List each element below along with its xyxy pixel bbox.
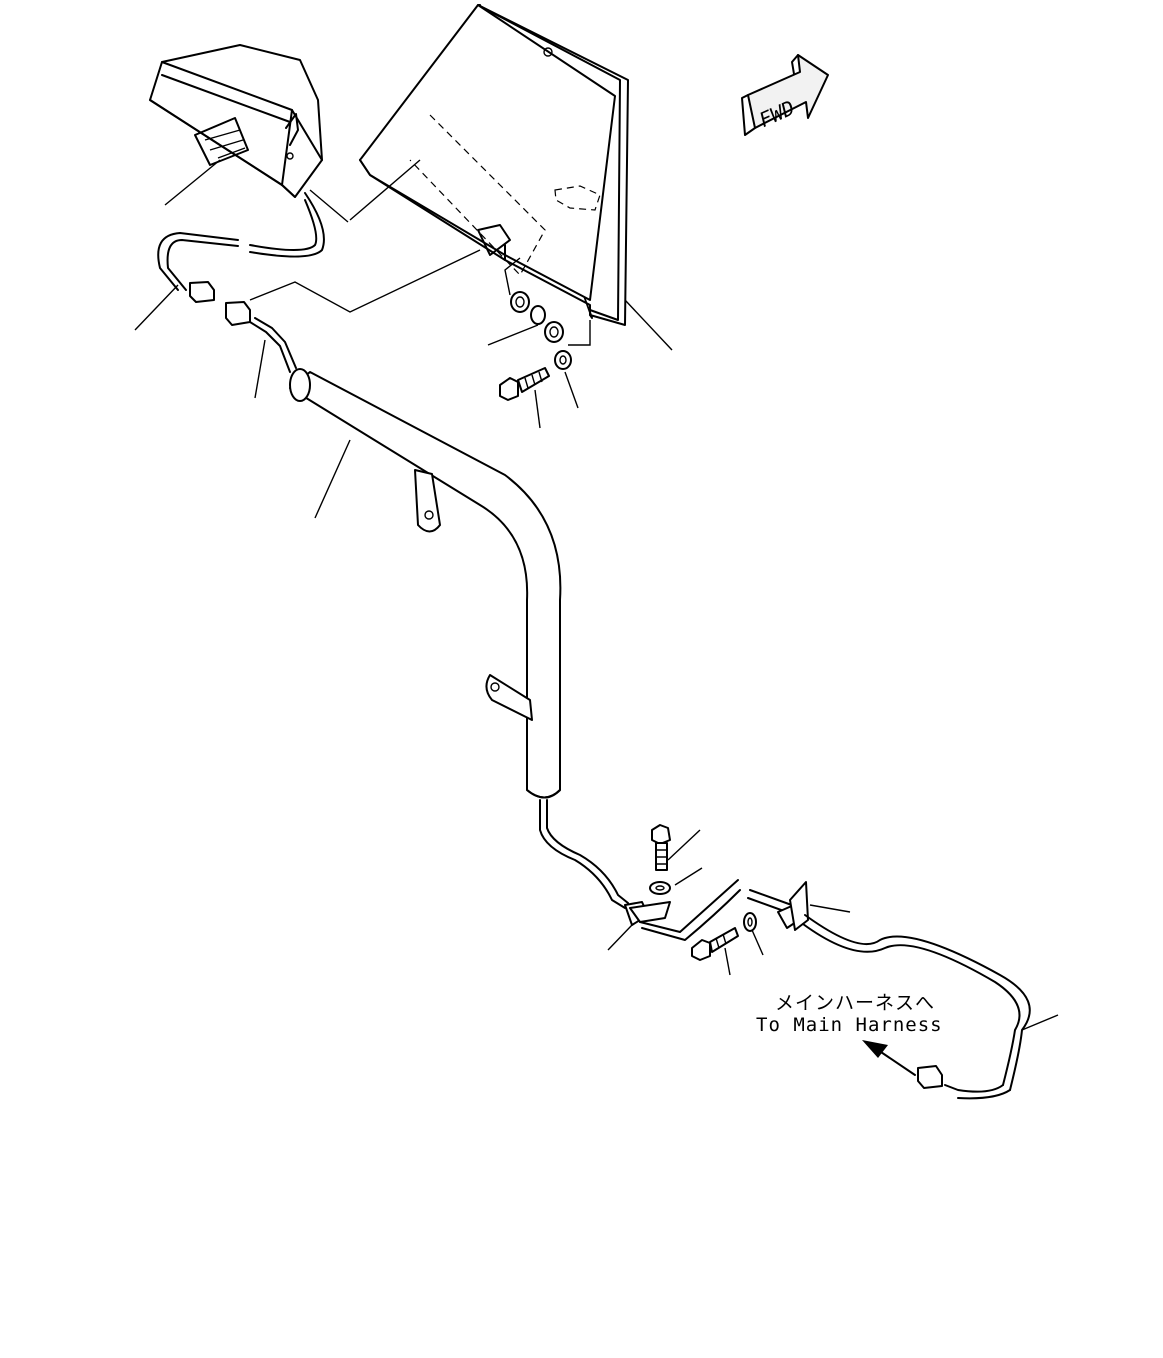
work-lamp	[149, 44, 323, 198]
bolt-lower-vertical	[651, 824, 671, 871]
bolt-lower-horizontal	[691, 927, 739, 961]
bolt-upper	[499, 367, 550, 401]
leader-lines	[134, 159, 1059, 1031]
destination-label-ja: メインハーネスへ	[775, 992, 936, 1014]
conduit-pipe	[289, 368, 562, 799]
destination-label-en: To Main Harness	[756, 1014, 943, 1036]
washer-upper	[554, 350, 572, 370]
mounting-bracket	[359, 4, 629, 326]
direction-arrow	[862, 1040, 916, 1076]
lamp-cable	[157, 192, 325, 373]
fwd-indicator-icon: FWD	[741, 54, 829, 136]
washer-lower-2	[743, 912, 757, 932]
washer-lower-1	[649, 881, 671, 895]
nut-upper	[510, 291, 564, 343]
harness-cable	[539, 799, 1031, 1100]
